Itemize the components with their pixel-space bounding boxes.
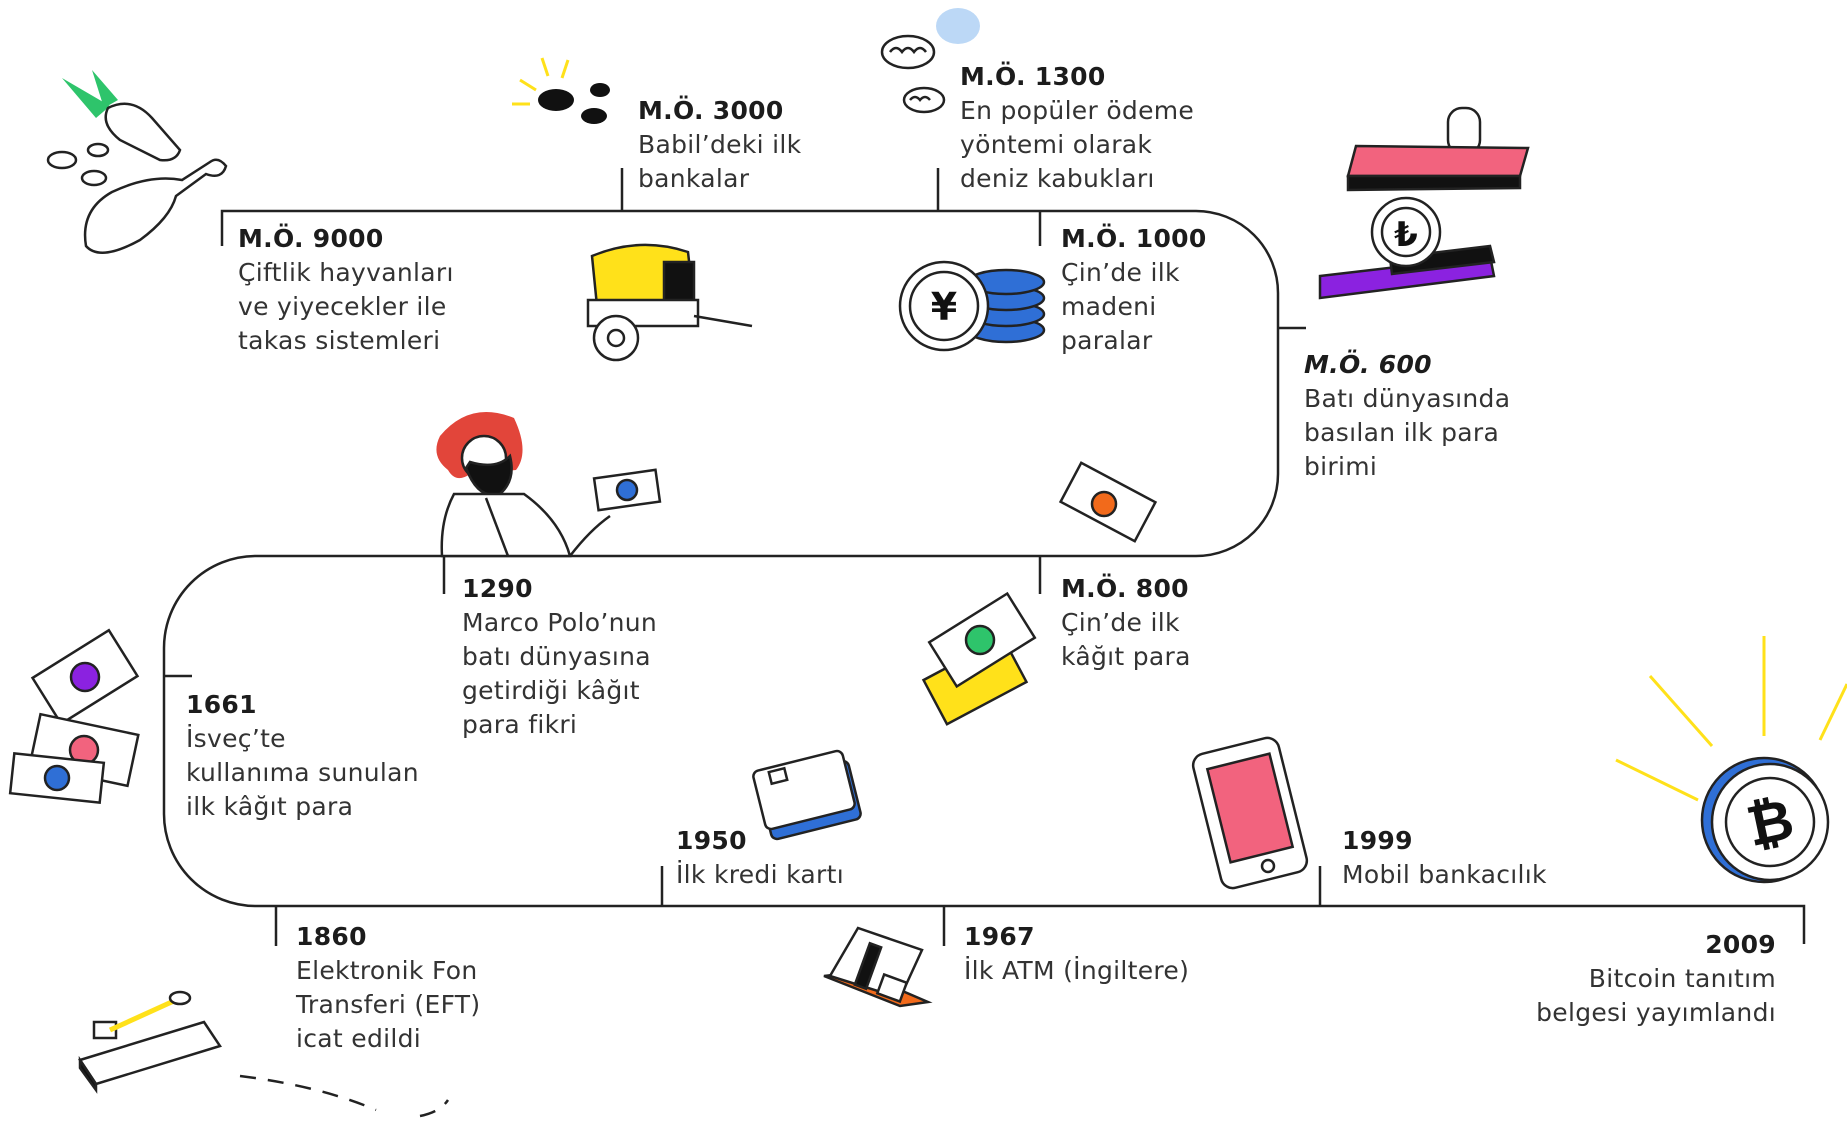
event-year: 1950 — [676, 826, 747, 855]
stamp-tool-icon — [78, 990, 450, 1118]
mobile-phone-icon — [1191, 736, 1309, 890]
yen-banknote-orange-icon — [1058, 461, 1158, 543]
event-m-o-1300: M.Ö. 1300 En popüler ödeme yöntemi olara… — [960, 60, 1194, 196]
cart-icon — [586, 243, 753, 362]
event-description: Batı dünyasında basılan ilk para birimi — [1304, 384, 1511, 481]
event-description: Mobil bankacılık — [1342, 860, 1547, 889]
event-1661: 1661 İsveç’te kullanıma sunulan ilk kâğı… — [186, 688, 419, 824]
marco-polo-figure — [436, 412, 662, 558]
event-year: M.Ö. 1000 — [1061, 224, 1207, 253]
event-1290: 1290 Marco Polo’nun batı dünyasına getir… — [462, 572, 657, 742]
seashell-icon — [880, 8, 980, 114]
event-year: 1860 — [296, 922, 367, 951]
event-year: 1999 — [1342, 826, 1413, 855]
event-1860: 1860 Elektronik Fon Transferi (EFT) icat… — [296, 920, 480, 1056]
event-1999: 1999 Mobil bankacılık — [1342, 824, 1547, 892]
event-m-o-9000: M.Ö. 9000 Çiftlik hayvanları ve yiyecekl… — [238, 222, 454, 358]
event-description: Çin’de ilk kâğıt para — [1061, 608, 1191, 671]
event-2009: 2009 Bitcoin tanıtım belgesi yayımlandı — [1460, 928, 1776, 1030]
event-year: 1290 — [462, 574, 533, 603]
event-m-o-3000: M.Ö. 3000 Babil’deki ilk bankalar — [638, 94, 801, 196]
atm-card-slot-icon — [823, 926, 933, 1008]
timeline-line — [162, 209, 1806, 944]
event-description: Babil’deki ilk bankalar — [638, 130, 802, 193]
event-description: İlk ATM (İngiltere) — [964, 956, 1190, 985]
event-year: M.Ö. 600 — [1304, 350, 1432, 379]
svg-text:₺: ₺ — [1394, 215, 1418, 255]
event-description: Elektronik Fon Transferi (EFT) icat edil… — [296, 956, 481, 1053]
event-description: Marco Polo’nun batı dünyasına getirdiği … — [462, 608, 658, 739]
event-year: M.Ö. 9000 — [238, 224, 384, 253]
event-1967: 1967 İlk ATM (İngiltere) — [964, 920, 1189, 988]
event-description: En popüler ödeme yöntemi olarak deniz ka… — [960, 96, 1195, 193]
event-description: Çiftlik hayvanları ve yiyecekler ile tak… — [238, 258, 454, 355]
credit-card-icon — [752, 749, 862, 841]
event-year: 2009 — [1705, 930, 1776, 959]
yen-banknotes-green-icon — [921, 591, 1037, 726]
event-m-o-800: M.Ö. 800 Çin’de ilk kâğıt para — [1061, 572, 1191, 674]
event-1950: 1950 İlk kredi kartı — [676, 824, 844, 892]
yen-coin-stack-icon: ¥ — [898, 260, 1046, 352]
event-m-o-1000: M.Ö. 1000 Çin’de ilk madeni paralar — [1061, 222, 1207, 358]
timeline-ticks — [164, 168, 1322, 946]
coin-press-icon: ₺ — [1318, 106, 1530, 300]
krona-banknotes-icon — [8, 628, 140, 804]
event-description: Çin’de ilk madeni paralar — [1061, 258, 1180, 355]
event-description: İsveç’te kullanıma sunulan ilk kâğıt par… — [186, 724, 419, 821]
event-description: İlk kredi kartı — [676, 860, 844, 889]
event-year: M.Ö. 800 — [1061, 574, 1189, 603]
event-year: M.Ö. 3000 — [638, 96, 784, 125]
event-year: 1967 — [964, 922, 1035, 951]
event-m-o-600: M.Ö. 600 Batı dünyasında basılan ilk par… — [1304, 348, 1510, 484]
svg-text:¥: ¥ — [931, 285, 957, 329]
babylon-coins-icon — [512, 57, 610, 124]
event-year: 1661 — [186, 690, 257, 719]
event-description: Bitcoin tanıtım belgesi yayımlandı — [1536, 964, 1776, 1027]
bitcoin-coin-icon: ₿ — [1615, 636, 1847, 884]
barter-food-icon — [46, 70, 228, 254]
event-year: M.Ö. 1300 — [960, 62, 1106, 91]
